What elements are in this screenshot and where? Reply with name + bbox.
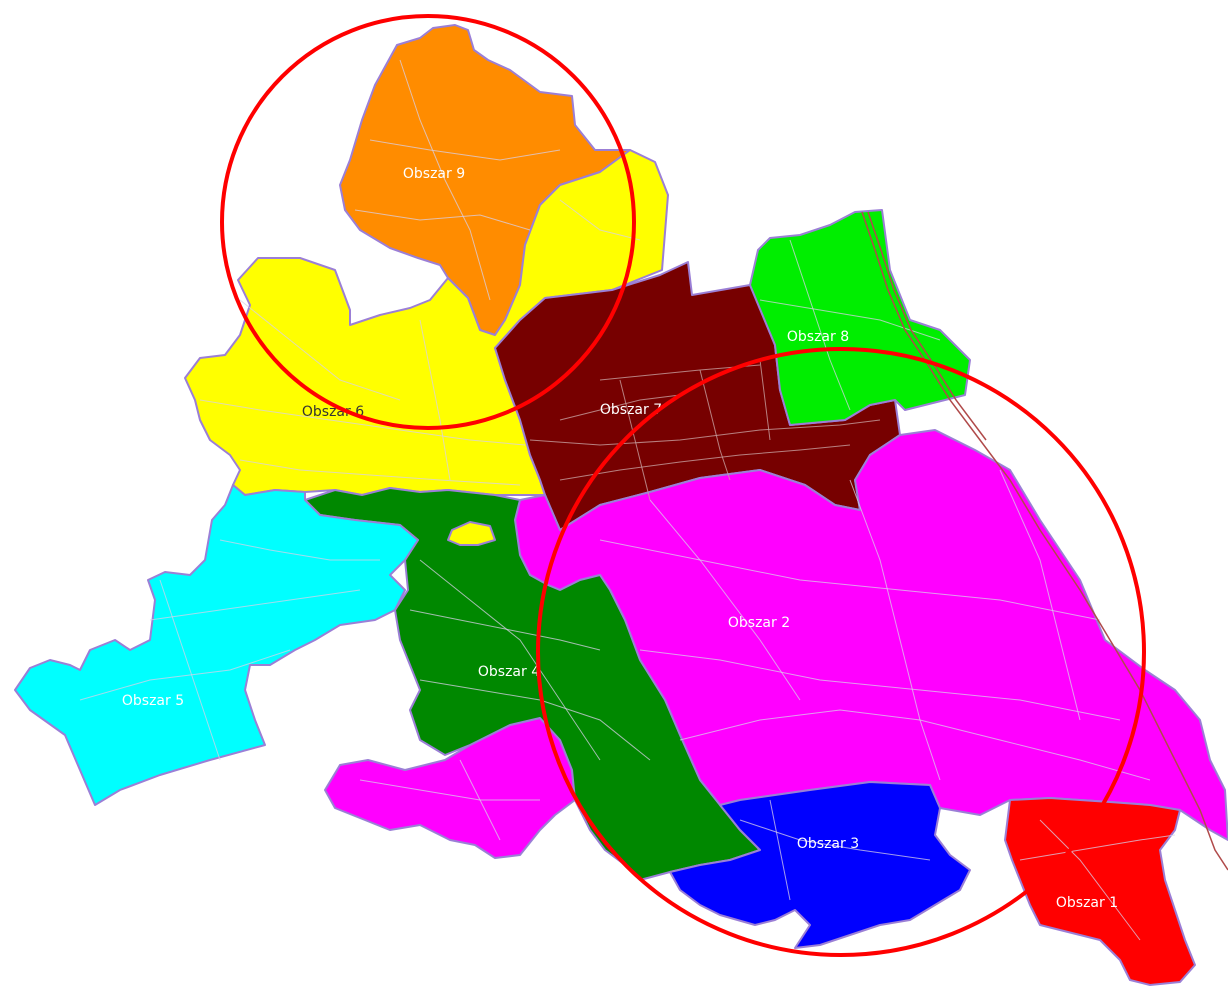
label-obszar-6: Obszar 6 bbox=[302, 404, 364, 420]
label-obszar-9: Obszar 9 bbox=[403, 166, 465, 182]
district-obszar-4-island bbox=[447, 521, 496, 546]
label-obszar-8: Obszar 8 bbox=[787, 329, 849, 345]
district-labels: Obszar 9 Obszar 6 Obszar 7 Obszar 8 Obsz… bbox=[122, 166, 1118, 911]
railway-line-2 bbox=[867, 211, 987, 441]
district-obszar-3[interactable] bbox=[669, 781, 971, 949]
label-obszar-1: Obszar 1 bbox=[1056, 895, 1118, 911]
district-obszar-8[interactable] bbox=[749, 209, 971, 426]
railway-line bbox=[861, 211, 1228, 871]
label-obszar-2: Obszar 2 bbox=[728, 615, 790, 631]
highlight-circle-northwest bbox=[220, 14, 636, 430]
label-obszar-5: Obszar 5 bbox=[122, 693, 184, 709]
district-obszar-5[interactable] bbox=[14, 484, 419, 806]
label-obszar-7: Obszar 7 bbox=[600, 402, 662, 418]
label-obszar-3: Obszar 3 bbox=[797, 836, 859, 852]
road-network bbox=[79, 59, 1176, 941]
label-obszar-4: Obszar 4 bbox=[478, 664, 540, 680]
district-obszar-2-lobe[interactable] bbox=[324, 717, 576, 859]
district-obszar-1[interactable] bbox=[1004, 797, 1196, 986]
highlight-circle-southeast bbox=[536, 347, 1146, 957]
